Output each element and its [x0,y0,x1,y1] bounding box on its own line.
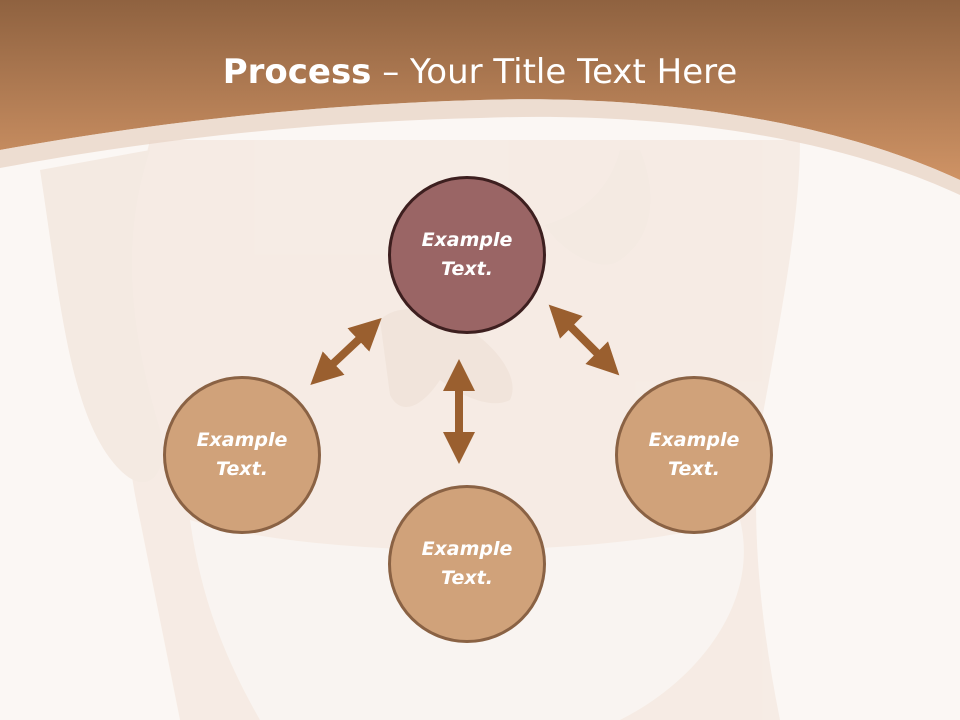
title-strong: Process [222,52,372,92]
node-label: Example Text. [421,229,513,280]
process-node-right: Example Text. [615,376,773,534]
process-node-bottom: Example Text. [388,485,546,643]
node-label: Example Text. [421,538,513,589]
process-node-left: Example Text. [163,376,321,534]
process-node-top: Example Text. [388,176,546,334]
header-curve [0,99,960,195]
node-label: Example Text. [196,429,288,480]
arrow-top-right [548,304,620,376]
arrow-top-left [310,318,382,385]
title-rest: – Your Title Text Here [371,52,738,92]
slide-title: Process – Your Title Text Here [0,52,960,92]
node-label: Example Text. [648,429,740,480]
header-band [0,0,960,180]
